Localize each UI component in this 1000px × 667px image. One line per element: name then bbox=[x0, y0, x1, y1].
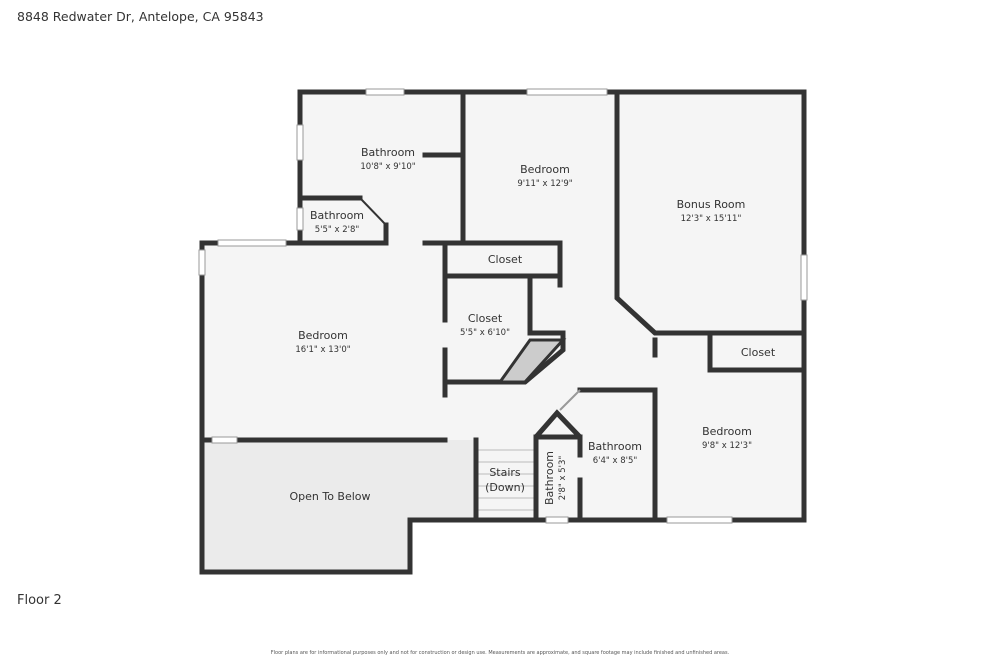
room-name: Bedroom bbox=[520, 163, 570, 176]
room-dims: 2'8" x 5'3" bbox=[558, 456, 568, 501]
room-name: Closet bbox=[741, 346, 776, 359]
property-address: 8848 Redwater Dr, Antelope, CA 95843 bbox=[17, 9, 264, 24]
room-name: Bedroom bbox=[702, 425, 752, 438]
open-to-below-area bbox=[202, 440, 476, 572]
floor-label: Floor 2 bbox=[17, 593, 62, 608]
room-dims: 12'3" x 15'11" bbox=[681, 214, 742, 224]
walls bbox=[199, 89, 807, 575]
room-dims: 16'1" x 13'0" bbox=[295, 345, 350, 355]
room-dims: 9'11" x 12'9" bbox=[517, 179, 572, 189]
room-name: Bathroom bbox=[588, 440, 642, 453]
disclaimer: Floor plans are for informational purpos… bbox=[270, 650, 730, 656]
stairs bbox=[478, 449, 534, 511]
room-dims: 6'4" x 8'5" bbox=[593, 456, 638, 466]
room-name: Bathroom bbox=[361, 146, 415, 159]
room-name: Stairs bbox=[489, 466, 521, 479]
room-dims: 10'8" x 9'10" bbox=[360, 162, 415, 172]
room-dims: 9'8" x 12'3" bbox=[702, 441, 752, 451]
room-name: Open To Below bbox=[289, 490, 370, 503]
room-name: Bathroom bbox=[543, 451, 556, 505]
room-name: Bathroom bbox=[310, 209, 364, 222]
room-dims: 5'5" x 2'8" bbox=[315, 225, 360, 235]
room-labels: Bathroom 10'8" x 9'10" Bathroom 5'5" x 2… bbox=[289, 146, 775, 505]
room-name: Closet bbox=[488, 253, 523, 266]
room-dims: (Down) bbox=[485, 481, 525, 494]
room-dims: 5'5" x 6'10" bbox=[460, 328, 510, 338]
windows bbox=[198, 88, 808, 524]
room-name: Closet bbox=[468, 312, 503, 325]
room-name: Bedroom bbox=[298, 329, 348, 342]
room-name: Bonus Room bbox=[677, 198, 746, 211]
